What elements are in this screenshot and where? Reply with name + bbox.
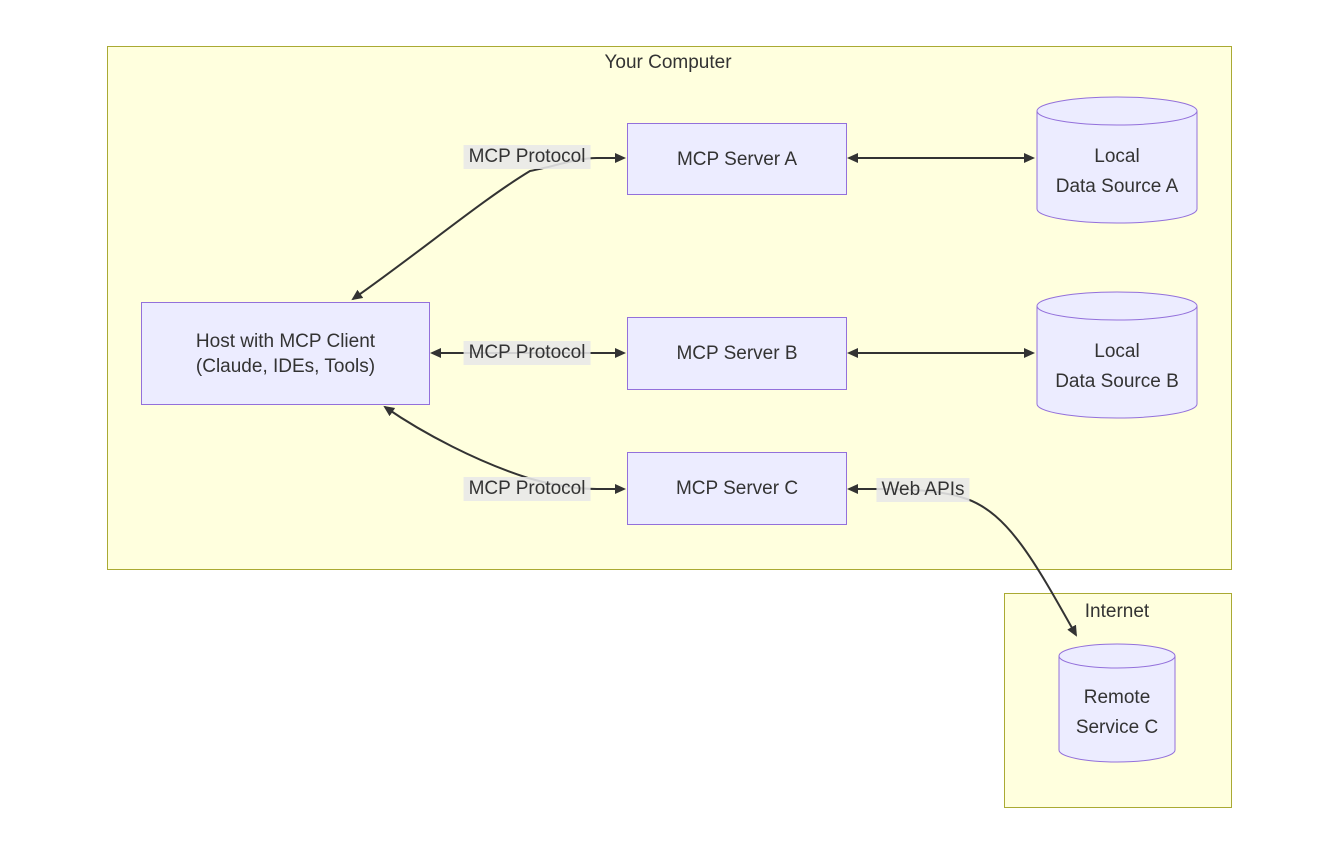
node-mcp-server-b: MCP Server B xyxy=(627,317,847,390)
cylinder-label-local-data-source-b: Local Data Source B xyxy=(1037,292,1197,430)
edge-label-mcp-protocol-b: MCP Protocol xyxy=(463,341,591,365)
cylinder-label-local-data-source-a: Local Data Source A xyxy=(1037,97,1197,235)
edge-label-web-apis: Web APIs xyxy=(876,478,970,502)
container-title-internet: Internet xyxy=(1084,601,1150,622)
node-host-with-mcp-client: Host with MCP Client (Claude, IDEs, Tool… xyxy=(141,302,430,405)
data-source-b-line2: Data Source B xyxy=(1055,371,1179,392)
remote-service-c-line1: Remote xyxy=(1083,687,1151,708)
data-source-a-line2: Data Source A xyxy=(1055,176,1179,197)
edge-label-mcp-protocol-a: MCP Protocol xyxy=(463,145,591,169)
node-mcp-server-c-label: MCP Server C xyxy=(675,478,799,499)
data-source-b-line1: Local xyxy=(1094,341,1140,362)
node-mcp-server-b-label: MCP Server B xyxy=(676,343,798,364)
node-mcp-server-a-label: MCP Server A xyxy=(676,148,798,170)
edge-label-mcp-protocol-c: MCP Protocol xyxy=(463,477,591,501)
remote-service-c-line2: Service C xyxy=(1075,717,1159,738)
node-mcp-server-c: MCP Server C xyxy=(627,452,847,525)
node-host-label-line2: (Claude, IDEs, Tools) xyxy=(195,355,376,377)
cylinder-label-remote-service-c: Remote Service C xyxy=(1059,644,1175,772)
node-host-label-line1: Host with MCP Client xyxy=(195,330,376,352)
data-source-a-line1: Local xyxy=(1094,146,1140,167)
container-title-your-computer: Your Computer xyxy=(604,52,732,73)
node-mcp-server-a: MCP Server A xyxy=(627,123,847,195)
